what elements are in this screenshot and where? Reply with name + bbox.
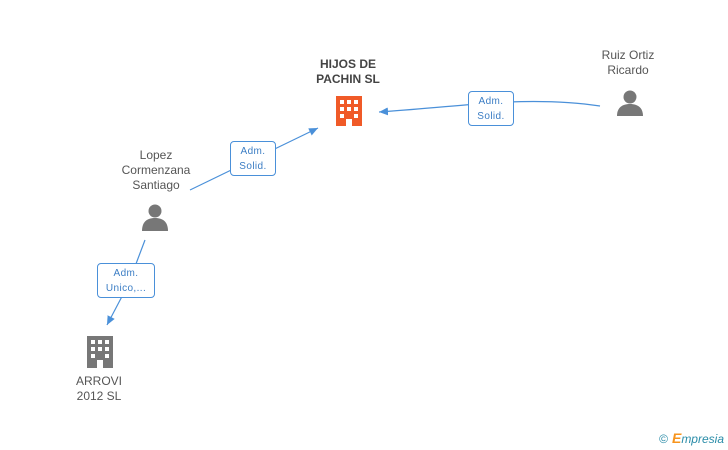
edge-label-line1: Adm. [113, 268, 139, 279]
edge-label-lopez-arrovi: Adm. Unico,... [97, 263, 155, 298]
edge-label-lopez-hijos: Adm. Solid. [230, 141, 276, 176]
person-icon-lopez[interactable] [142, 204, 168, 232]
edge-label-ruiz-hijos: Adm. Solid. [468, 91, 514, 126]
footer-brand[interactable]: ©Empresia [659, 430, 724, 446]
node-label-arrovi[interactable]: ARROVI 2012 SL [75, 374, 122, 403]
building-icon-hijos[interactable] [336, 96, 362, 126]
brand-initial: E [671, 430, 682, 446]
edge-label-line1: Adm. [478, 96, 504, 107]
node-label-lopez[interactable]: Lopez Cormenzana Santiago [121, 148, 191, 192]
copyright-icon: © [659, 432, 668, 446]
node-label-ruiz[interactable]: Ruiz Ortiz Ricardo [601, 48, 655, 77]
brand-logo: Empresia [671, 430, 724, 446]
edge-label-line2: Unico,... [105, 283, 147, 294]
edge-label-line2: Solid. [477, 111, 505, 122]
node-label-hijos[interactable]: HIJOS DE PACHIN SL [316, 57, 380, 86]
brand-name: mpresia [681, 432, 724, 446]
person-icon-ruiz[interactable] [617, 90, 643, 117]
building-icon-arrovi[interactable] [87, 336, 113, 368]
edge-label-line1: Adm. [240, 146, 266, 157]
edge-label-line2: Solid. [239, 161, 267, 172]
